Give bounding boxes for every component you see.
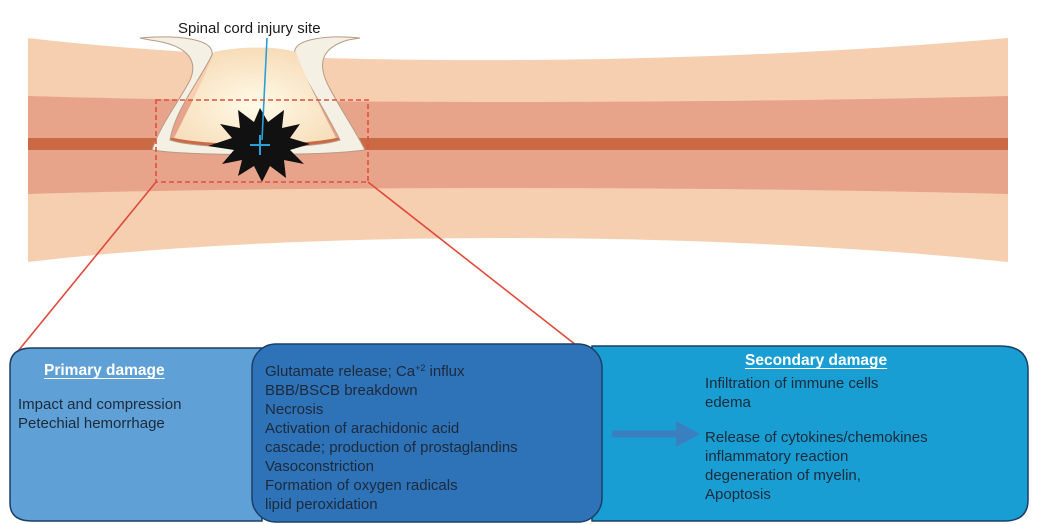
secondary-item: edema [705,393,878,412]
mechanism-item: Necrosis [265,400,518,419]
mechanism-item: Activation of arachidonic acid [265,419,518,438]
mechanism-list: Glutamate release; Ca+2 influx BBB/BSCB … [265,362,518,514]
secondary-damage-list-a: Infiltration of immune cells edema [705,374,878,412]
secondary-item: Release of cytokines/chemokines [705,428,928,447]
secondary-item: Apoptosis [705,485,928,504]
primary-damage-list: Impact and compression Petechial hemorrh… [18,395,181,433]
secondary-item: degeneration of myelin, [705,466,928,485]
mechanism-item: Vasoconstriction [265,457,518,476]
secondary-item: inflammatory reaction [705,447,928,466]
primary-item: Petechial hemorrhage [18,414,181,433]
spinal-cord-band-lower [28,150,1008,194]
primary-item: Impact and compression [18,395,181,414]
secondary-item: Infiltration of immune cells [705,374,878,393]
mechanism-item: BBB/BSCB breakdown [265,381,518,400]
secondary-damage-list-b: Release of cytokines/chemokines inflamma… [705,428,928,504]
mechanism-item: Glutamate release; Ca+2 influx [265,362,518,381]
secondary-damage-heading: Secondary damage [745,352,887,370]
mechanism-item: lipid peroxidation [265,495,518,514]
mechanism-item: cascade; production of prostaglandins [265,438,518,457]
mechanism-item: Formation of oxygen radicals [265,476,518,495]
injury-site-label: Spinal cord injury site [178,20,321,37]
primary-damage-heading: Primary damage [44,362,165,380]
